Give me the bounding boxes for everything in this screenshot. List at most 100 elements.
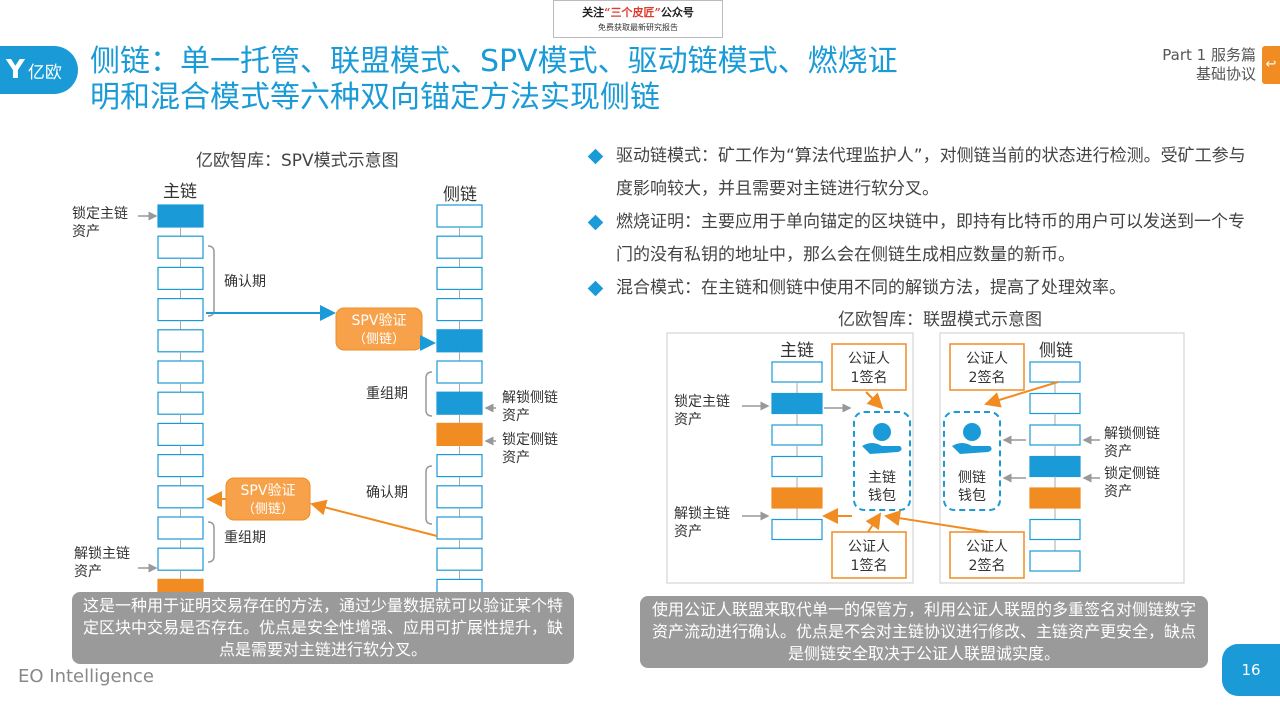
- fed-side-chain-label: 侧链: [1039, 341, 1073, 361]
- spv-diagram: 主链 侧链 锁定主链 资产 确认期 SPV验证 （侧链） 重组期 解锁侧链 资产…: [72, 182, 558, 595]
- notary-top-2-a: 公证人: [966, 351, 1008, 367]
- chain-block: [1029, 392, 1081, 415]
- brand-logo: Y 亿欧: [0, 46, 78, 94]
- spv-side-chain-label: 侧链: [443, 185, 477, 205]
- notary-top-1-b: 1签名: [851, 369, 888, 386]
- fed-side-chain-blocks: [1029, 361, 1081, 572]
- wechat-banner: 关注“三个皮匠”公众号 免费获取最新研究报告: [553, 0, 723, 38]
- bullet-text-3: 混合模式：在主链和侧链中使用不同的解锁方法，提高了处理效率。: [616, 278, 1126, 298]
- spv-lock-side-label-2: 资产: [502, 450, 530, 466]
- chain-block: [1029, 550, 1081, 572]
- list-item: 驱动链模式：矿工作为“算法代理监护人”，对侧链当前的状态进行检测。受矿工参与度影…: [587, 140, 1248, 206]
- spv-unlock-main-label-1: 解锁主链: [74, 546, 130, 562]
- chain-block: [157, 266, 204, 290]
- federation-diagram-caption: 亿欧智库：联盟模式示意图: [838, 310, 1042, 330]
- spv-verify-bottom-2: （侧链）: [242, 502, 294, 517]
- spv-lock-main-label-2: 资产: [72, 224, 100, 240]
- money-bag-icon: [862, 423, 902, 454]
- chain-block: [157, 578, 204, 595]
- notary-bottom-2-a: 公证人: [966, 539, 1008, 555]
- list-item: 燃烧证明：主要应用于单向锚定的区块链中，即持有比特币的用户可以发送到一个专门的没…: [587, 206, 1248, 272]
- chain-block: [771, 424, 823, 446]
- fed-unlock-main-label-1: 解锁主链: [674, 506, 730, 522]
- return-icon[interactable]: ↩: [1262, 46, 1280, 84]
- spv-reorg-period-1: 重组期: [366, 386, 408, 402]
- side-wallet-box: [943, 411, 1001, 511]
- list-item: 混合模式：在主链和侧链中使用不同的解锁方法，提高了处理效率。: [587, 272, 1248, 305]
- notary-bottom-1-b: 1签名: [851, 557, 888, 574]
- notary-box-bottom-1: [831, 531, 907, 579]
- section-part: Part 1 服务篇: [1162, 46, 1256, 64]
- notary-top-2-b: 2签名: [969, 369, 1006, 386]
- spv-verify-top-2: （侧链）: [353, 332, 405, 347]
- bullet-text-2: 燃烧证明：主要应用于单向锚定的区块链中，即持有比特币的用户可以发送到一个专门的没…: [616, 212, 1245, 265]
- chain-block: [157, 454, 204, 478]
- title-line-2: 明和混合模式等六种双向锚定方法实现侧链: [90, 80, 660, 115]
- spv-verify-bottom-1: SPV验证: [241, 483, 296, 499]
- spv-verify-top-1: SPV验证: [352, 313, 407, 329]
- chain-block: [436, 578, 483, 595]
- banner-suffix: 公众号: [660, 6, 694, 19]
- diamond-bullet-icon: [587, 280, 604, 297]
- title-line-1: 侧链：单一托管、联盟模式、SPV模式、驱动链模式、燃烧证: [90, 44, 898, 79]
- chain-block: [436, 266, 483, 290]
- federation-diagram: 主链 侧链 公证人 1签名 公证人 2签名 公证人 1签名 公证人 2签名 主链…: [666, 332, 1185, 584]
- spv-main-chain-blocks: [157, 204, 204, 595]
- chain-block: [436, 298, 483, 322]
- spv-unlock-main-label-2: 资产: [74, 564, 102, 580]
- fed-lock-main-label-2: 资产: [674, 412, 702, 428]
- spv-unlock-side-label-2: 资产: [502, 408, 530, 424]
- chain-block: [436, 391, 483, 415]
- chain-block: [436, 422, 483, 446]
- notary-bottom-1-a: 公证人: [848, 539, 890, 555]
- fed-unlock-side-label-1: 解锁侧链: [1104, 426, 1160, 442]
- logo-word: 亿欧: [27, 62, 62, 83]
- chain-block: [1029, 487, 1081, 509]
- chain-block: [436, 204, 483, 228]
- chain-block: [436, 329, 483, 353]
- main-wallet-label-2: 钱包: [868, 488, 896, 504]
- chain-block: [771, 455, 823, 478]
- chain-block: [1029, 518, 1081, 541]
- section-sub: 基础协议: [1195, 65, 1256, 83]
- logo-mark-icon: Y: [6, 55, 25, 85]
- diamond-bullet-icon: [587, 214, 604, 231]
- notary-bottom-2-b: 2签名: [969, 557, 1006, 574]
- footer-brand: EO Intelligence: [18, 666, 154, 687]
- chain-block: [157, 391, 204, 415]
- chain-block: [436, 235, 483, 259]
- spv-main-chain-label: 主链: [163, 182, 197, 202]
- spv-lock-main-label-1: 锁定主链: [72, 206, 128, 222]
- spv-confirm-period-2: 确认期: [366, 485, 408, 501]
- spv-unlock-side-label-1: 解锁侧链: [502, 390, 558, 406]
- notary-top-1-a: 公证人: [848, 351, 890, 367]
- chain-block: [436, 547, 483, 571]
- chain-block: [157, 235, 204, 259]
- chain-block: [771, 392, 823, 415]
- chain-block: [157, 485, 204, 509]
- section-label: Part 1 服务篇 基础协议: [1162, 46, 1256, 84]
- notary-box-bottom-2: [949, 531, 1025, 579]
- notary-box-top-1: [831, 343, 907, 391]
- chain-block: [157, 547, 204, 571]
- fed-main-chain-blocks: [771, 361, 823, 541]
- chain-block: [157, 516, 204, 540]
- banner-sub: 免费获取最新研究报告: [598, 23, 678, 32]
- chain-block: [771, 487, 823, 509]
- banner-name: “三个皮匠”: [604, 6, 661, 19]
- main-wallet-label-1: 主链: [868, 470, 896, 486]
- spv-diagram-caption: 亿欧智库：SPV模式示意图: [196, 151, 399, 171]
- chain-block: [436, 516, 483, 540]
- chain-block: [1029, 424, 1081, 446]
- diamond-bullet-icon: [587, 148, 604, 165]
- chain-block: [436, 360, 483, 384]
- chain-block: [157, 360, 204, 384]
- fed-lock-side-label-2: 资产: [1104, 484, 1132, 500]
- main-wallet-box: [853, 411, 911, 511]
- banner-prefix: 关注: [582, 6, 605, 19]
- chain-block: [436, 485, 483, 509]
- fed-lock-side-label-1: 锁定侧链: [1104, 466, 1160, 482]
- fed-unlock-side-label-2: 资产: [1104, 444, 1132, 460]
- chain-block: [157, 298, 204, 322]
- chain-block: [771, 518, 823, 541]
